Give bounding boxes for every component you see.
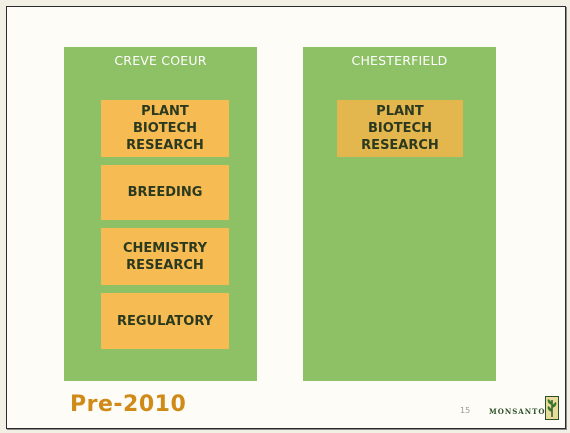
slide: CREVE COEUR PLANT BIOTECH RESEARCH BREED… — [6, 6, 566, 429]
regulatory-box: REGULATORY — [101, 293, 229, 349]
chesterfield-title: CHESTERFIELD — [351, 53, 448, 68]
chemistry-research-box: CHEMISTRY RESEARCH — [101, 228, 229, 285]
creve-coeur-panel: CREVE COEUR PLANT BIOTECH RESEARCH BREED… — [64, 47, 257, 381]
monsanto-leaf-icon — [545, 396, 559, 420]
chesterfield-panel: CHESTERFIELD PLANT BIOTECH RESEARCH — [303, 47, 496, 381]
chesterfield-plant-biotech-research-box: PLANT BIOTECH RESEARCH — [337, 100, 463, 157]
period-label: Pre-2010 — [70, 392, 187, 417]
plant-biotech-research-box: PLANT BIOTECH RESEARCH — [101, 100, 229, 157]
page-number: 15 — [460, 406, 471, 415]
breeding-box: BREEDING — [101, 165, 229, 220]
creve-coeur-title: CREVE COEUR — [114, 53, 207, 68]
monsanto-logo-text: MONSANTO — [489, 407, 546, 416]
